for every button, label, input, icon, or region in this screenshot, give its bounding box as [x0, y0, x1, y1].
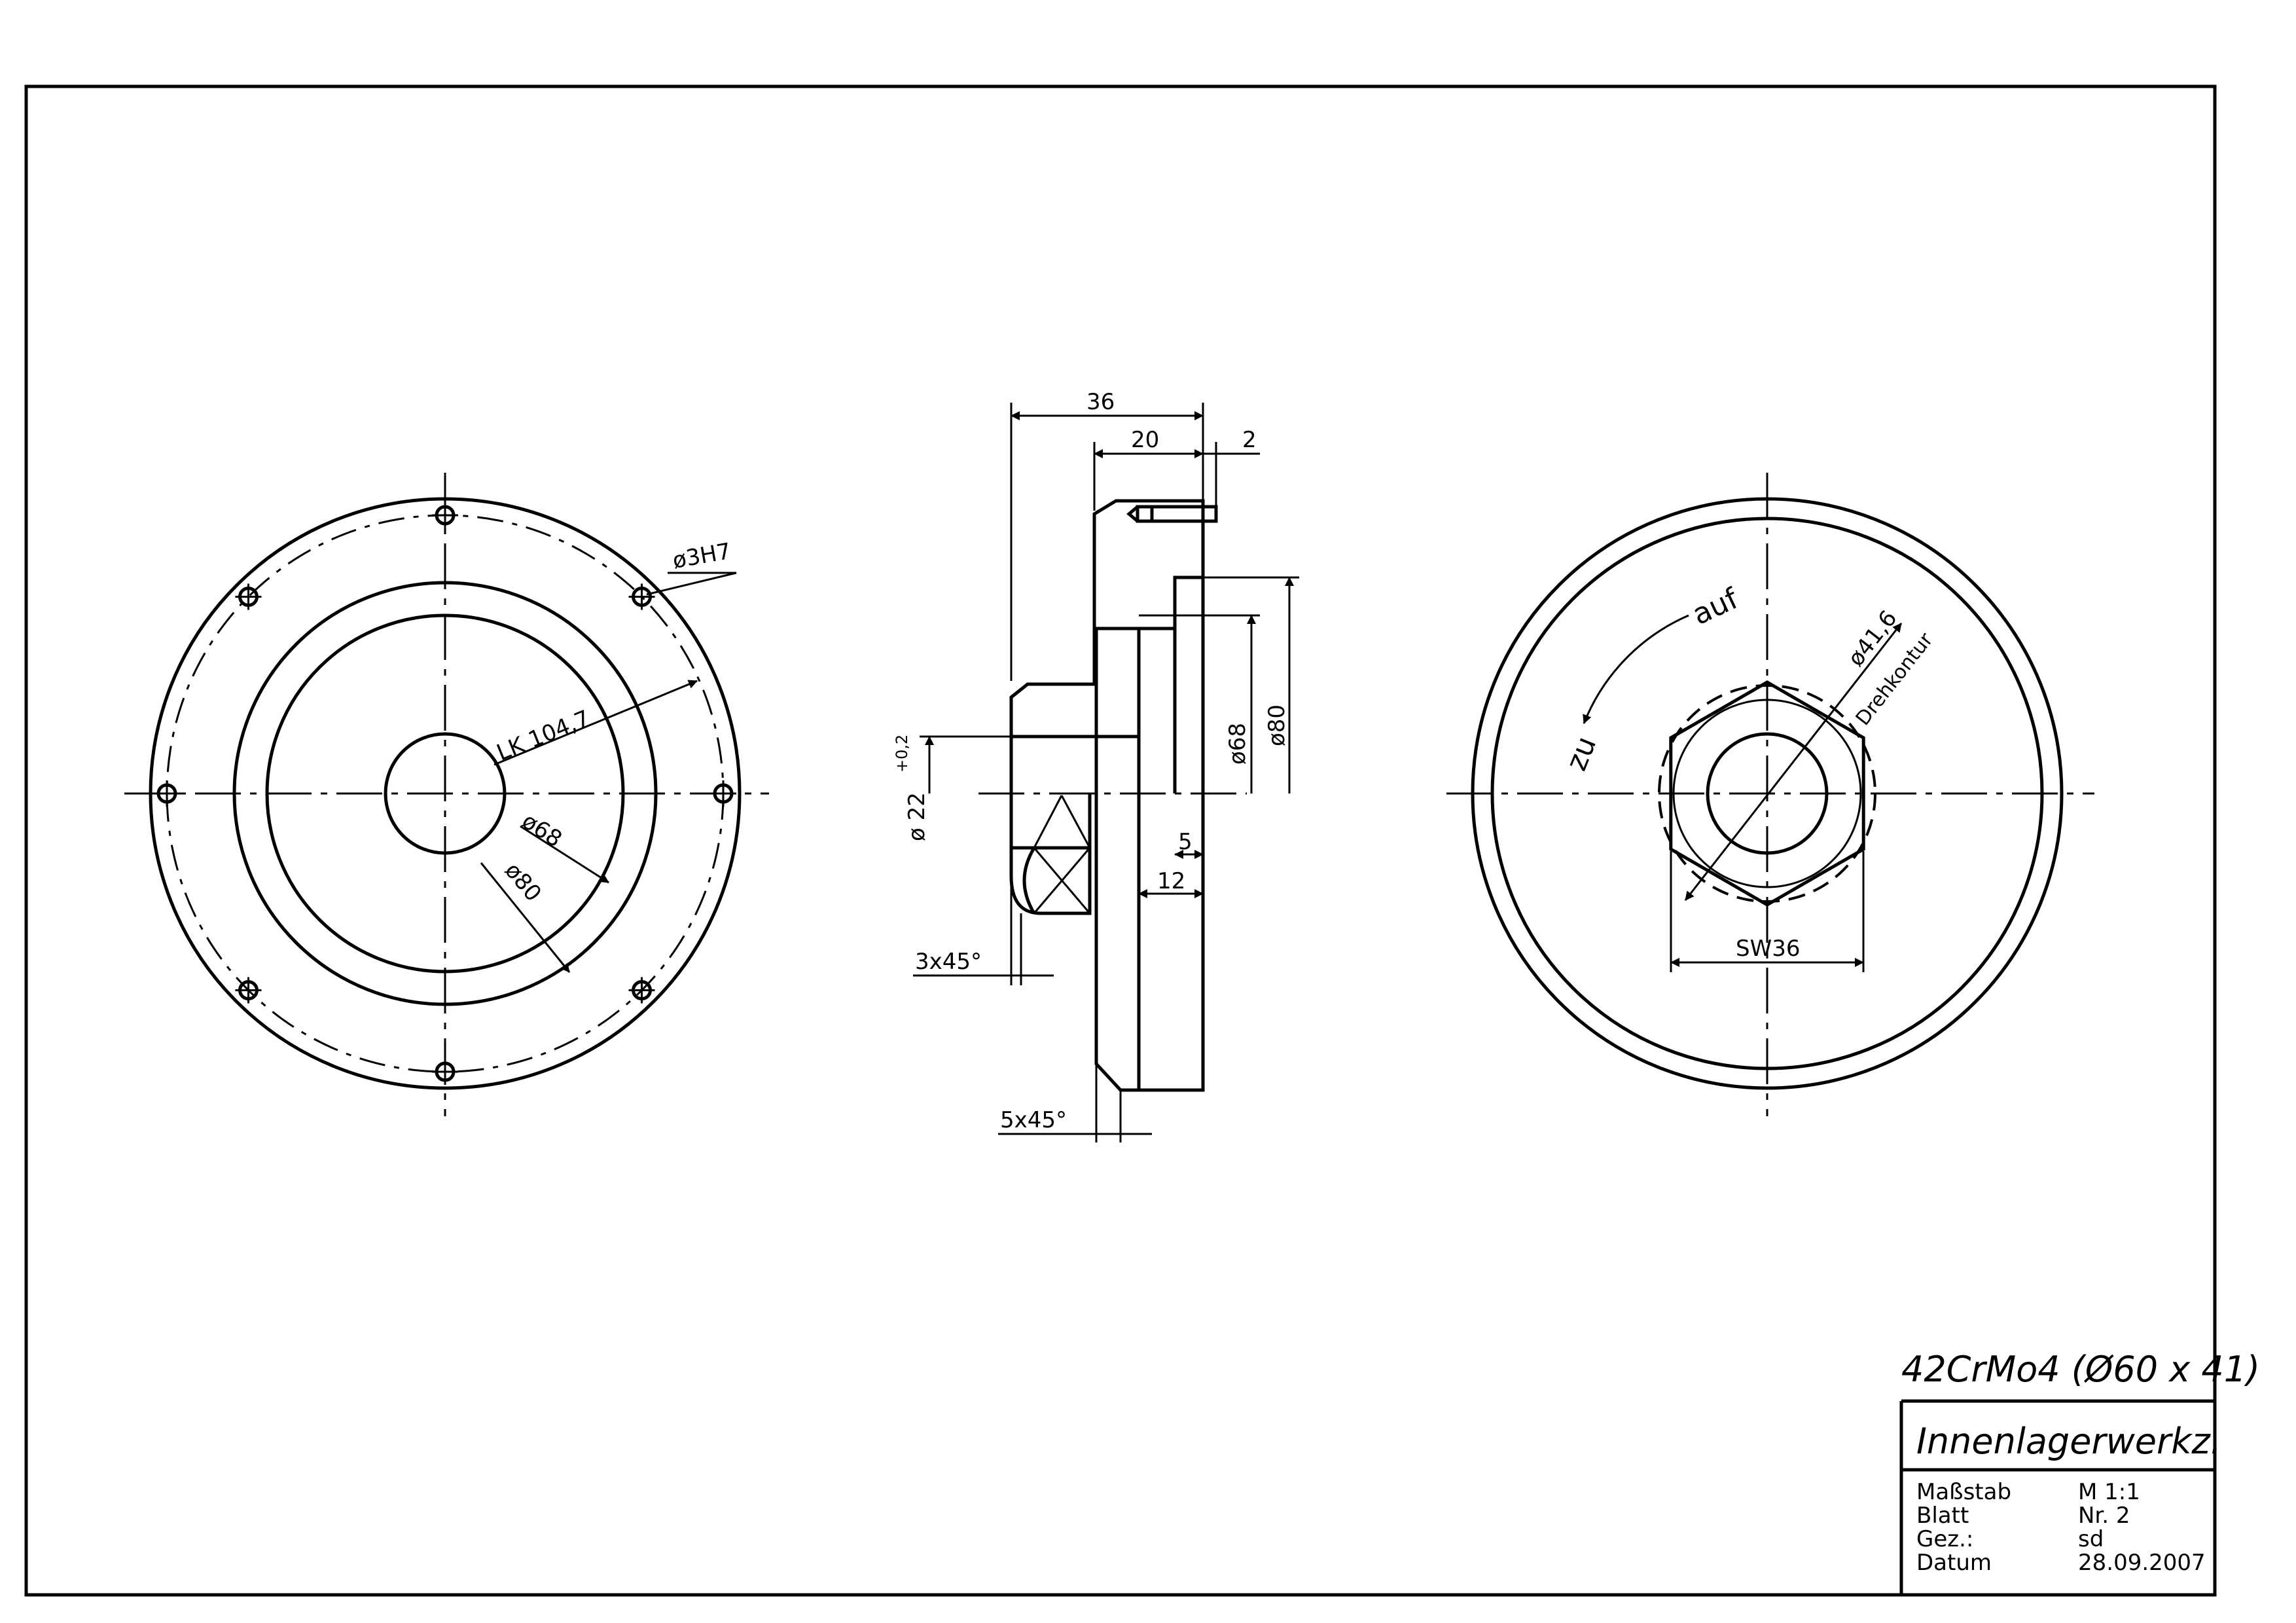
rear-view: auf zu ø41,6 Drehkontur SW36: [1446, 473, 2094, 1116]
front-d68-leader: [520, 825, 609, 884]
front-view: ø3H7 LK 104,7 ø68 ø80: [124, 473, 769, 1116]
dim-2-text: 2: [1242, 427, 1257, 453]
section-pin-tip: [1126, 505, 1139, 522]
title-block-label: Datum: [1916, 1550, 1992, 1576]
title-block: 42CrMo4 (Ø60 x 41) Innenlagerwerkz. Maßs…: [1899, 1349, 2260, 1595]
dim-12-text: 12: [1157, 868, 1185, 894]
title-block-label: Blatt: [1916, 1503, 1969, 1529]
front-lk-leader: [493, 680, 698, 766]
material-label: 42CrMo4 (Ø60 x 41): [1901, 1349, 2260, 1390]
dim-68-text: ø68: [1225, 723, 1251, 765]
dim-bore-text: ø 22: [904, 792, 930, 841]
dim-80-text: ø80: [1264, 704, 1290, 746]
sheet-border: [24, 84, 2217, 1597]
rear-open-label: auf: [1687, 581, 1744, 632]
title-block-value: M 1:1: [2078, 1479, 2140, 1505]
rear-dia-leader: [1684, 623, 1903, 901]
dim-chamfer5-text: 5x45°: [1000, 1107, 1067, 1133]
title-block-value: Nr. 2: [2078, 1503, 2130, 1529]
rear-close-label: zu: [1560, 732, 1603, 775]
section-tri-2: [1060, 795, 1091, 848]
title-block-value: sd: [2078, 1526, 2104, 1552]
front-d80-label: ø80: [499, 858, 547, 907]
section-hub-arc: [1022, 847, 1036, 915]
section-tri-1: [1033, 795, 1063, 848]
front-d80-leader: [480, 862, 571, 973]
dim-sw-text: SW36: [1736, 936, 1800, 962]
dim-20-text: 20: [1131, 427, 1159, 453]
section-view: 36 20 2 ø80 ø68 5 12 ø 22 +0,2 3x45° 5x4…: [893, 389, 1299, 1142]
front-hole-label: ø3H7: [671, 538, 733, 574]
title-block-label: Maßstab: [1916, 1479, 2011, 1505]
front-d68-label: ø68: [517, 808, 567, 852]
dim-5-text: 5: [1178, 829, 1193, 855]
dim-bore-tol: +0,2: [893, 735, 911, 773]
part-name: Innenlagerwerkz.: [1916, 1421, 2221, 1462]
title-block-label: Gez.:: [1916, 1526, 1973, 1552]
rear-direction-arc: [1583, 614, 1689, 724]
title-block-value: 28.09.2007: [2078, 1550, 2206, 1576]
dim-36-text: 36: [1086, 389, 1115, 415]
front-bolt-holes: [154, 502, 736, 1085]
front-hole-leader: [646, 572, 737, 596]
section-cross-2: [1033, 847, 1091, 914]
front-lk-label: LK 104,7: [493, 705, 593, 766]
dim-chamfer3-text: 3x45°: [915, 949, 982, 975]
